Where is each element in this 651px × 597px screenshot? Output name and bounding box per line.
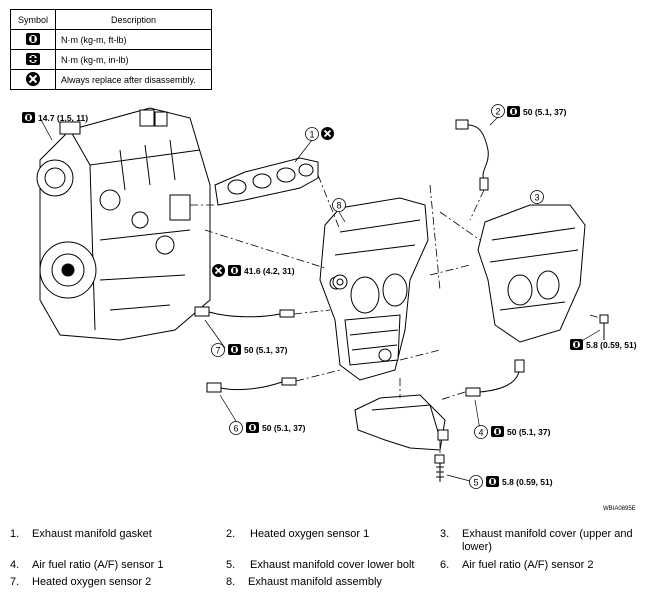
callout-torque-text: 5.8 (0.59, 51): [586, 340, 637, 350]
callout-torque-text: 41.6 (4.2, 31): [244, 266, 295, 276]
torque-icon: [570, 339, 583, 350]
callout-torque-text: 50 (5.1, 37): [523, 107, 567, 117]
legend-text: Air fuel ratio (A/F) sensor 1: [32, 559, 164, 571]
symbol-cell: [10, 69, 56, 90]
guide-lines: [190, 174, 601, 455]
callout-number: 4: [478, 428, 483, 438]
legend-number: 4.: [10, 559, 20, 571]
callout-number: 6: [233, 424, 238, 434]
exhaust-manifold-diagram: 14.7 (1.5, 11) 1 2 50 (5.1, 37) 3 8 41.6…: [22, 104, 637, 489]
exhaust-manifold-gasket: [214, 157, 319, 206]
manifold-nut: [332, 274, 348, 290]
callout-part-4: 4 50 (5.1, 37): [474, 425, 551, 439]
torque-icon: [507, 106, 520, 117]
symbol-table: Symbol Description N·m (kg-m, ft-lb) N·m…: [10, 9, 212, 90]
legend-text: Exhaust manifold cover lower bolt: [250, 559, 415, 571]
legend-number: 5.: [226, 559, 236, 571]
callout-torque-top-left: 14.7 (1.5, 11): [22, 112, 88, 123]
callout-part-5: 5 5.8 (0.59, 51): [469, 475, 553, 489]
callout-nut-torque: 41.6 (4.2, 31): [211, 263, 295, 278]
callout-number: 1: [309, 130, 314, 140]
callout-number: 8: [336, 201, 341, 211]
callout-torque-text: 5.8 (0.59, 51): [502, 477, 553, 487]
callout-torque-text: 50 (5.1, 37): [262, 423, 306, 433]
air-fuel-ratio-sensor-1: [465, 359, 525, 397]
callout-part-8: 8: [332, 198, 346, 212]
callout-number: 7: [215, 346, 220, 356]
callout-part-6: 6 50 (5.1, 37): [229, 421, 306, 435]
torque-icon: [491, 426, 504, 437]
callout-torque-text: 14.7 (1.5, 11): [38, 113, 88, 123]
callout-part-2: 2 50 (5.1, 37): [491, 104, 567, 118]
legend-text: Air fuel ratio (A/F) sensor 2: [462, 559, 594, 571]
torque-nm-kgm-ftlb-icon: [26, 32, 40, 45]
callout-part-3: 3: [530, 190, 544, 204]
legend-number: 6.: [440, 559, 450, 571]
symbol-cell: [10, 29, 56, 50]
heated-oxygen-sensor-1: [455, 119, 489, 191]
exhaust-manifold-assembly: [319, 197, 429, 381]
legend-number: 8.: [226, 576, 236, 588]
callout-part-7: 7 50 (5.1, 37): [211, 343, 288, 357]
always-replace-icon: [26, 71, 40, 86]
exhaust-manifold-lower-cover: [354, 394, 449, 451]
callout-part-1: 1: [305, 126, 335, 141]
legend-text: Heated oxygen sensor 1: [250, 528, 370, 540]
torque-icon: [246, 422, 259, 433]
legend-number: 1.: [10, 528, 20, 540]
legend-number: 3.: [440, 528, 450, 540]
description-cell: Always replace after disassembly.: [55, 69, 212, 90]
bolt-right: [599, 314, 609, 340]
torque-icon: [22, 112, 35, 123]
legend-text: Exhaust manifold assembly: [248, 576, 382, 588]
always-replace-icon: [320, 126, 335, 141]
heated-oxygen-sensor-2: [194, 306, 295, 318]
air-fuel-ratio-sensor-2: [206, 377, 297, 393]
torque-icon: [228, 344, 241, 355]
legend-text: Exhaust manifold gasket: [32, 528, 152, 540]
torque-nm-kgm-inlb-icon: [26, 52, 40, 65]
torque-icon: [228, 265, 241, 276]
callout-number: 3: [534, 193, 539, 203]
torque-icon: [486, 476, 499, 487]
legend-number: 7.: [10, 576, 20, 588]
callout-bolt-right-torque: 5.8 (0.59, 51): [570, 339, 637, 350]
legend-number: 2.: [226, 528, 236, 540]
bolt-lower: [434, 454, 445, 482]
legend-text: Exhaust manifold cover (upper and lower): [462, 528, 633, 553]
callout-number: 5: [473, 478, 478, 488]
callout-torque-text: 50 (5.1, 37): [507, 427, 551, 437]
callout-number: 2: [495, 107, 500, 117]
leader-lines: [39, 116, 601, 482]
exhaust-manifold-cover: [477, 204, 586, 343]
engine-block: [36, 107, 211, 341]
figure-code: WBIA0895E: [603, 506, 636, 512]
always-replace-icon: [211, 263, 226, 278]
callout-torque-text: 50 (5.1, 37): [244, 345, 288, 355]
legend-text: Heated oxygen sensor 2: [32, 576, 152, 588]
